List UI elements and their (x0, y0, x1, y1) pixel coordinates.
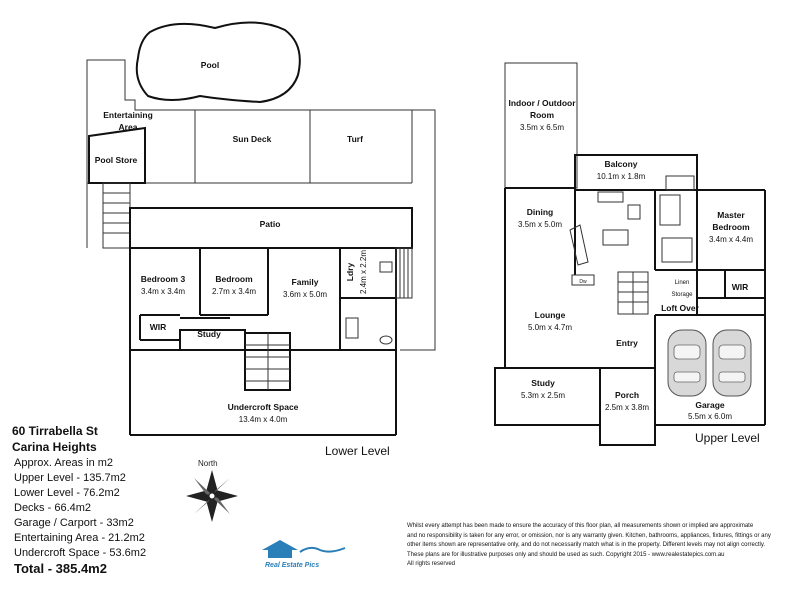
laundry-tub-icon (379, 261, 393, 273)
room-dims-dining: 3.5m x 5.0m (518, 220, 562, 229)
room-dims-balcony: 10.1m x 1.8m (597, 172, 646, 181)
room-dims-ldry: 2.4m x 2.2m (359, 250, 368, 294)
lower-level-plan: Pool Entertaining Area Pool Store Sun De… (86, 21, 436, 458)
room-label-turf: Turf (347, 134, 363, 144)
disclaimer-line: and no responsibility is taken for any e… (407, 532, 771, 539)
compass-north-label: North (198, 459, 218, 468)
room-label-patio: Patio (260, 219, 281, 229)
room-dims-family: 3.6m x 5.0m (283, 290, 327, 299)
disclaimer-line: other items shown are representative onl… (407, 542, 766, 548)
upper-level-label: Upper Level (695, 431, 760, 445)
room-dims-study-upper: 5.3m x 2.5m (521, 391, 565, 400)
undercroft-stair (244, 332, 291, 391)
brand-logo: Real Estate Pics (262, 540, 346, 569)
area-line: Decks - 66.4m2 (14, 502, 92, 514)
bench-shape (569, 224, 589, 266)
room-label-entry: Entry (616, 338, 638, 348)
room-dims-master: 3.4m x 4.4m (709, 235, 753, 244)
room-dims-bedroom: 2.7m x 3.4m (212, 287, 256, 296)
room-label-bedroom-3: Bedroom 3 (141, 274, 186, 284)
logo-text: Real Estate Pics (265, 562, 319, 569)
lower-stair (102, 182, 131, 249)
bathtub-icon (665, 175, 695, 191)
area-line: Lower Level - 76.2m2 (14, 487, 120, 499)
room-label-entertaining-2: Area (119, 122, 138, 132)
area-line: Upper Level - 135.7m2 (14, 472, 126, 484)
room-dims-garage: 5.5m x 6.0m (688, 412, 732, 421)
room-label-balcony: Balcony (604, 159, 637, 169)
cooktop-icon (627, 204, 641, 220)
sink-icon (597, 191, 624, 203)
room-label-dining: Dining (527, 207, 553, 217)
car-icon-left (667, 329, 707, 397)
upper-stair (617, 271, 649, 315)
area-line: Entertaining Area - 21.2m2 (14, 532, 145, 544)
room-label-dw: Dw (579, 279, 587, 285)
room-label-porch: Porch (615, 390, 639, 400)
room-label-wir-upper: WIR (732, 282, 749, 292)
pool-store-outline (88, 126, 146, 184)
disclaimer-line: All rights reserved (407, 561, 456, 567)
room-label-master-1: Master (717, 210, 745, 220)
room-dims-lounge: 5.0m x 4.7m (528, 323, 572, 332)
room-label-linen: Linen (675, 280, 690, 286)
room-label-pool-store: Pool Store (95, 155, 138, 165)
room-label-entertaining-1: Entertaining (103, 110, 153, 120)
lower-right-steps (395, 247, 413, 299)
room-label-ldry: Ldry (345, 263, 355, 282)
room-label-wir-lower: WIR (150, 322, 167, 332)
room-label-lounge: Lounge (535, 310, 566, 320)
pool-shape (135, 21, 301, 104)
room-label-garage: Garage (695, 400, 725, 410)
areas-heading: Approx. Areas in m2 (14, 457, 114, 469)
compass-icon (186, 470, 238, 522)
room-label-master-2: Bedroom (712, 222, 750, 232)
room-dims-undercroft: 13.4m x 4.0m (239, 415, 288, 424)
room-label-undercroft: Undercroft Space (228, 402, 299, 412)
toilet-icon (379, 335, 393, 345)
room-label-family: Family (292, 277, 319, 287)
kitchen-island (602, 229, 629, 246)
disclaimer-line: These plans are for illustrative purpose… (407, 551, 725, 558)
room-dims-indoor: 3.5m x 6.5m (520, 123, 564, 132)
room-label-study-upper: Study (531, 378, 555, 388)
room-dims-bedroom-3: 3.4m x 3.4m (141, 287, 185, 296)
room-label-indoor-2: Room (530, 110, 555, 120)
dishwasher-box (571, 274, 595, 286)
room-label-loft: Loft Over (661, 303, 699, 313)
basin-icon (345, 317, 359, 339)
address-street: 60 Tirrabella St (12, 424, 98, 438)
room-label-study-lower: Study (197, 329, 221, 339)
upper-level-plan: Indoor / Outdoor Room 3.5m x 6.5m Balcon… (494, 62, 766, 446)
room-dims-porch: 2.5m x 3.8m (605, 403, 649, 412)
lower-level-label: Lower Level (325, 444, 390, 458)
room-label-pool: Pool (201, 60, 219, 70)
area-line: Garage / Carport - 33m2 (14, 517, 134, 529)
disclaimer: Whilst every attempt has been made to en… (407, 522, 795, 570)
car-icon-right (712, 329, 752, 397)
area-total: Total - 385.4m2 (14, 561, 107, 576)
address-suburb: Carina Heights (12, 440, 97, 454)
area-line: Undercroft Space - 53.6m2 (14, 547, 147, 559)
disclaimer-line: Whilst every attempt has been made to en… (407, 523, 754, 529)
room-label-bedroom: Bedroom (215, 274, 253, 284)
room-label-indoor-1: Indoor / Outdoor (508, 98, 576, 108)
room-label-sun-deck: Sun Deck (233, 134, 272, 144)
ensuite-shower (661, 237, 693, 263)
ensuite-vanity (659, 194, 681, 226)
room-label-storage: Storage (671, 292, 693, 298)
